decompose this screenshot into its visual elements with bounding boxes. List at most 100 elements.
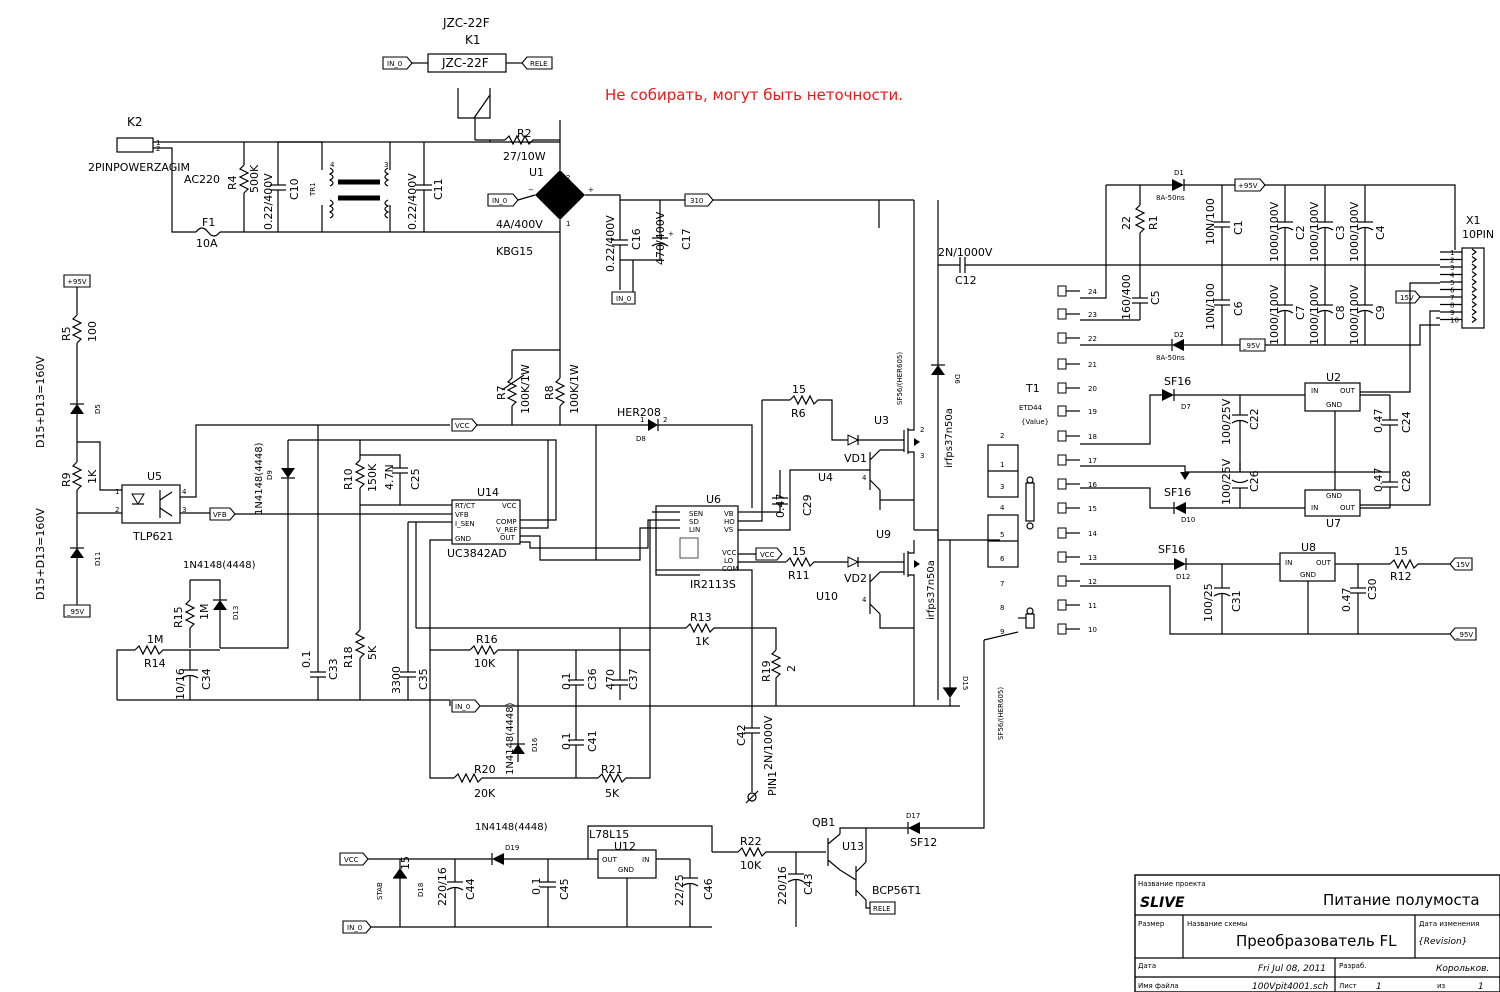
secondary-pin-24: 24 (1088, 288, 1097, 296)
port-in0-bottom (342, 920, 372, 934)
t1-pin8: 8 (1000, 604, 1004, 612)
x1-pin-2: 2 (1450, 257, 1454, 265)
c44-ref: C44 (464, 878, 477, 900)
port-m95v-bottom-label: _95V (1455, 631, 1473, 639)
port-310-label: 310 (690, 197, 703, 205)
port-p95v-right (1234, 178, 1266, 192)
x1-ref: X1 (1466, 214, 1481, 227)
t1-part: ETD44 (1019, 404, 1043, 412)
c10-ref: C10 (288, 178, 301, 200)
c24-ref: C24 (1400, 411, 1413, 433)
svg-text:OUT: OUT (1340, 387, 1356, 395)
port-rele-bottom-label: RELE (873, 905, 891, 913)
port-p95v-right-label: +95V (1238, 182, 1258, 190)
port-in0-relay-label: IN_0 (387, 60, 402, 68)
c4-value: 1000/100V (1348, 201, 1361, 262)
u14-pin-isen: I_SEN (455, 520, 475, 528)
winding-tap-21 (1057, 358, 1067, 370)
secondary-pin-14: 14 (1088, 530, 1097, 538)
r16-ref: R16 (476, 633, 498, 646)
c6-value: 10N/100 (1204, 283, 1217, 330)
x1-pin-1: 1 (1450, 249, 1454, 257)
c45-value: 0.1 (530, 878, 543, 896)
r6-value: 15 (792, 383, 806, 396)
x1-pin-7: 7 (1450, 294, 1454, 302)
svg-text:2: 2 (920, 426, 924, 434)
r10-value: 150K (366, 463, 379, 492)
port-m95v-right-label: _95V (1242, 342, 1260, 350)
t1-winding-link (1025, 482, 1035, 522)
c26-ref: C26 (1248, 470, 1261, 492)
svg-text:3: 3 (182, 506, 186, 514)
port-p95v-left-label: +95V (67, 278, 87, 286)
r4-ref: R4 (226, 175, 239, 190)
winding-tap-22 (1057, 332, 1067, 344)
r14-value: 1M (147, 633, 164, 646)
c7-value: 1000/100V (1268, 284, 1281, 345)
f1-value: 10A (196, 237, 218, 250)
d19-part: 1N4148(4448) (475, 822, 548, 833)
elcap-0-0-curve (1276, 226, 1294, 231)
svg-text:4: 4 (330, 161, 335, 169)
r8-ref: R8 (543, 385, 556, 400)
c28-value: 0.47 (1372, 468, 1385, 493)
c33-ref: C33 (327, 658, 340, 680)
c1-ref: C1 (1232, 220, 1245, 235)
u8-ref: U8 (1301, 541, 1316, 554)
port-in0-ground-label: IN_0 (455, 703, 470, 711)
u14-pin-gnd: GND (455, 535, 471, 543)
d8-part: HER208 (617, 406, 661, 419)
r19-ref: R19 (760, 660, 773, 682)
r18-ref: R18 (342, 646, 355, 668)
u10-ref: U10 (816, 590, 838, 603)
ic-u6 (655, 505, 739, 571)
c41-ref: C41 (586, 730, 599, 752)
tr1-ref: TR1 (309, 182, 317, 197)
c12-value: 2N/1000V (938, 246, 993, 259)
c42-ref: C42 (735, 724, 748, 746)
x1-connector (1461, 247, 1485, 329)
d7-ref: D7 (1181, 403, 1191, 411)
svg-text:2: 2 (663, 416, 667, 424)
u1-ref: U1 (529, 166, 544, 179)
c30-value: 0.47 (1340, 588, 1353, 613)
c46-ref: C46 (702, 878, 715, 900)
u1-value: 4A/400V (496, 218, 543, 231)
port-vcc-bottom (339, 852, 369, 866)
u14-ref: U14 (477, 486, 499, 499)
u14-pin-out: OUT (500, 534, 516, 542)
c4-ref: C4 (1374, 225, 1387, 240)
x1-pin-glyph-6 (1471, 286, 1477, 293)
c5-value: 160/400 (1120, 274, 1133, 320)
ac220-label: AC220 (184, 173, 220, 186)
r21-ref: R21 (601, 763, 623, 776)
port-15v-right-label: 15V (1456, 561, 1470, 569)
svg-text:2: 2 (566, 174, 570, 182)
x1-pin-10: 10 (1450, 317, 1459, 325)
svg-text:+: + (588, 186, 594, 194)
sf16a-part: SF16 (1164, 375, 1191, 388)
r15-ref: R15 (172, 606, 185, 628)
r11-value: 15 (792, 545, 806, 558)
d15-ref: D15 (961, 676, 969, 690)
x1-pin-glyph-7 (1471, 293, 1477, 301)
t1-pin5: 5 (1000, 531, 1004, 539)
vd2-ref: VD2 (844, 572, 867, 585)
svg-text:OUT: OUT (1340, 504, 1356, 512)
port-in0-bridge (487, 193, 519, 207)
c45-ref: C45 (558, 878, 571, 900)
r19-value: 2 (785, 665, 798, 672)
u5-ref: U5 (147, 470, 162, 483)
r22-ref: R22 (740, 835, 762, 848)
c34-ref: C34 (200, 668, 213, 690)
t1-pin7: 7 (1000, 580, 1004, 588)
elcap-0-1-curve (1276, 309, 1294, 314)
u3-ref: U3 (874, 414, 889, 427)
c41-value: 0.1 (560, 733, 573, 751)
port-vcc-u6-label: VCC (760, 551, 775, 559)
r14-ref: R14 (144, 657, 166, 670)
t1-ref: T1 (1025, 382, 1040, 395)
svg-text:GND: GND (1326, 401, 1342, 409)
